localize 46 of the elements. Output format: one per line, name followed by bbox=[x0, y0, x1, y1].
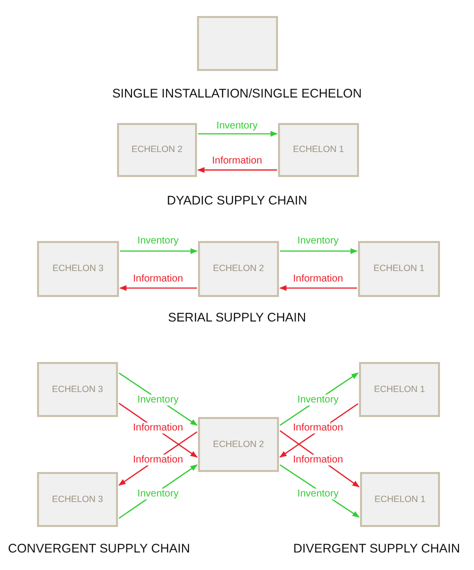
node-label: ECHELON 3 bbox=[52, 382, 104, 396]
node-label: ECHELON 2 bbox=[212, 262, 264, 276]
node-label: ECHELON 2 bbox=[212, 438, 264, 451]
edge-label: Inventory bbox=[215, 120, 259, 132]
edge-label: Inventory bbox=[296, 488, 340, 500]
arrow bbox=[279, 285, 357, 291]
node-label: ECHELON 3 bbox=[52, 492, 104, 506]
arrow bbox=[280, 248, 358, 254]
edge-label: Information bbox=[292, 454, 344, 466]
edge-label: Inventory bbox=[136, 236, 180, 246]
arrow bbox=[197, 167, 277, 173]
edge-label: Information bbox=[132, 274, 184, 284]
node-label: ECHELON 1 bbox=[292, 143, 344, 156]
section-title: SINGLE INSTALLATION/SINGLE ECHELON bbox=[112, 86, 362, 103]
edge-label: Information bbox=[132, 454, 184, 466]
echelon-box bbox=[198, 241, 279, 297]
echelon-box bbox=[37, 241, 119, 297]
edge-label: Inventory bbox=[136, 488, 180, 500]
section-title: CONVERGENT SUPPLY CHAIN bbox=[8, 540, 190, 558]
edge-label: Information bbox=[292, 422, 344, 434]
edge-label: Information bbox=[292, 274, 344, 284]
arrow bbox=[198, 130, 278, 137]
edge-label: Inventory bbox=[296, 394, 340, 406]
echelon-box bbox=[359, 362, 440, 417]
arrow bbox=[120, 248, 198, 254]
section-title: DIVERGENT SUPPLY CHAIN bbox=[293, 540, 460, 558]
node-label: ECHELON 1 bbox=[373, 262, 425, 276]
echelon-box bbox=[117, 123, 197, 177]
edge-label: Information bbox=[132, 422, 184, 434]
section-title: DYADIC SUPPLY CHAIN bbox=[166, 192, 308, 210]
edge-label: Inventory bbox=[296, 236, 340, 246]
node-label: ECHELON 3 bbox=[52, 262, 104, 276]
echelon-box bbox=[358, 241, 440, 297]
echelon-box bbox=[197, 16, 278, 71]
echelon-box bbox=[37, 472, 118, 527]
node-label: ECHELON 2 bbox=[131, 143, 183, 156]
echelon-box bbox=[278, 123, 359, 177]
edge-label: Inventory bbox=[136, 394, 180, 406]
edge-label: Information bbox=[210, 156, 264, 166]
node-label: ECHELON 1 bbox=[374, 492, 426, 506]
arrow bbox=[119, 285, 197, 291]
section-title: SERIAL SUPPLY CHAIN bbox=[168, 310, 306, 327]
echelon-box bbox=[360, 472, 440, 527]
echelon-box bbox=[37, 362, 118, 417]
echelon-box bbox=[198, 417, 279, 472]
node-label: ECHELON 1 bbox=[374, 382, 426, 396]
